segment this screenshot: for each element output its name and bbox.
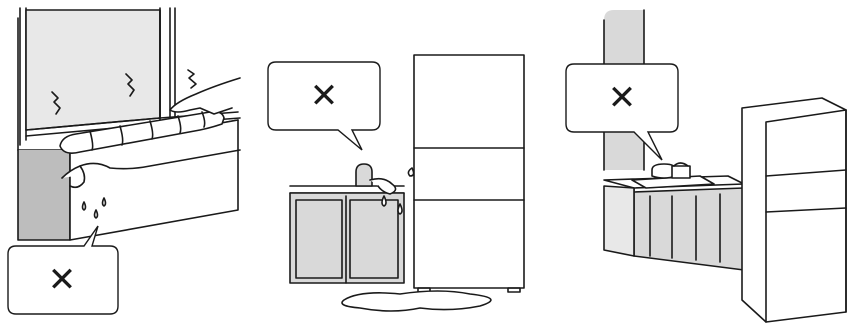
prohibited-mark-window: ✕ [48,260,77,300]
prohibited-mark-sink: ✕ [310,76,339,116]
callout-bubble-window: ✕ [7,225,119,315]
panel-near-stove [603,9,847,323]
panel-sink-water [289,54,525,312]
panel-window-sill [17,7,241,241]
callout-bubble-stove: ✕ [565,63,679,161]
callout-bubble-sink: ✕ [267,61,381,151]
prohibited-mark-stove: ✕ [608,78,637,118]
